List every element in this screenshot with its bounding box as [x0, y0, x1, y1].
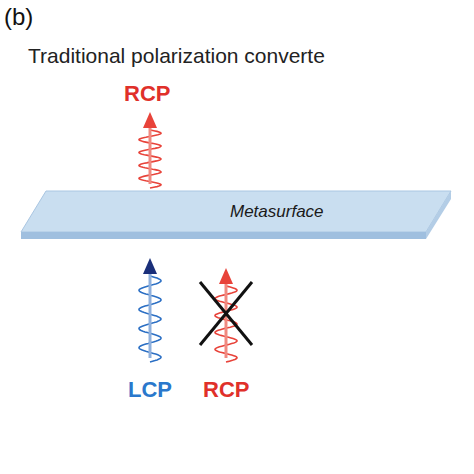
metasurface-label: Metasurface: [230, 203, 324, 222]
propagation-axis: [225, 282, 228, 358]
figure-title: Traditional polarization converte: [28, 44, 325, 67]
propagation-axis: [149, 272, 152, 358]
cross-line: [200, 282, 252, 345]
arrow-head: [143, 258, 157, 274]
polarization-label: RCP: [124, 82, 170, 106]
arrow-head: [143, 112, 157, 128]
cross-line: [200, 282, 252, 345]
polarization-label: LCP: [128, 378, 172, 402]
panel-label: (b): [4, 4, 33, 30]
polarization-label: RCP: [203, 378, 249, 402]
propagation-axis: [149, 126, 152, 184]
arrow-head: [219, 268, 233, 284]
metasurface-slab: Metasurface: [20, 190, 452, 240]
